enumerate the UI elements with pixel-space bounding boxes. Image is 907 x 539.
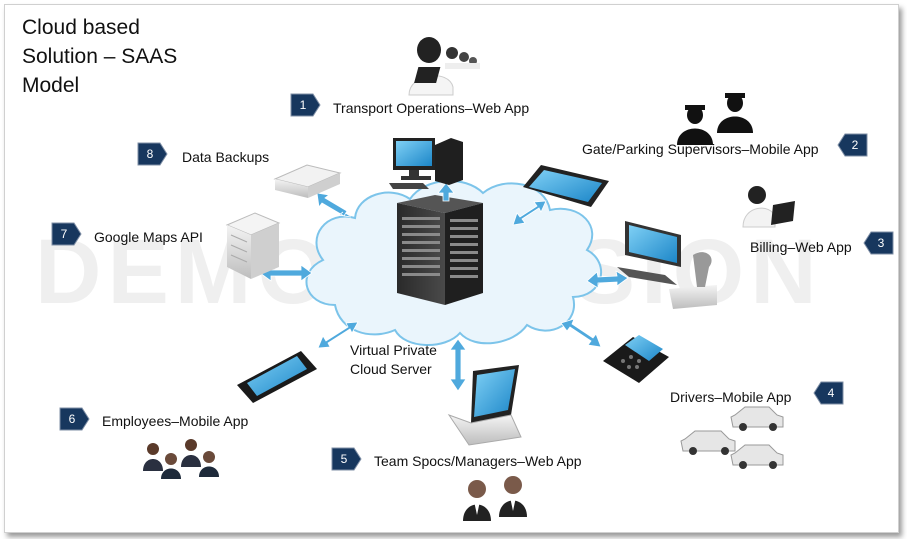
connection-arrows <box>259 182 629 392</box>
diagram-title: Cloud based Solution – SAAS Model <box>22 16 178 97</box>
badge-7: 7 <box>51 222 82 246</box>
arrow-drivers <box>560 318 602 348</box>
managers-icon <box>463 476 527 521</box>
call-center-agents-icon <box>408 37 480 96</box>
badge-6: 6 <box>59 407 90 431</box>
badge-8: 8 <box>137 142 168 166</box>
employees-group-icon <box>143 439 219 479</box>
label-employees: Employees–Mobile App <box>102 413 249 429</box>
label-transport-ops: Transport Operations–Web App <box>333 100 530 116</box>
tablet-icon <box>523 165 609 207</box>
map-server-icon <box>225 212 281 279</box>
badge-1: 1 <box>290 93 321 117</box>
billing-terminal-icon <box>617 221 717 309</box>
arrow-billing <box>586 270 629 289</box>
label-drivers: Drivers–Mobile App <box>670 389 792 405</box>
badge-2: 2 <box>837 133 868 157</box>
server-rack-icon <box>397 195 483 305</box>
diagram-canvas: DEMO VERSION <box>4 4 899 533</box>
label-billing: Billing–Web App <box>750 239 852 255</box>
label-google-maps: Google Maps API <box>94 229 203 245</box>
arrow-managers <box>449 338 467 392</box>
blackberry-phone-icon <box>603 335 669 383</box>
diagram-art <box>143 37 795 521</box>
cloud-server-label: Virtual Private Cloud Server <box>350 342 437 377</box>
label-gate-parking: Gate/Parking Supervisors–Mobile App <box>582 141 819 157</box>
arrow-data-backups <box>316 192 352 218</box>
billing-agent-icon <box>742 186 795 228</box>
desktop-computer-icon <box>389 138 463 189</box>
arrow-tablet <box>512 200 547 226</box>
badge-4: 4 <box>813 381 844 405</box>
arrow-transport-ops <box>437 182 455 202</box>
badge-5: 5 <box>331 447 362 471</box>
backup-device-icon <box>273 164 342 198</box>
label-team-managers: Team Spocs/Managers–Web App <box>374 453 582 469</box>
laptop-icon <box>447 365 522 446</box>
arrow-employees <box>317 321 359 349</box>
smartphone-icon <box>237 351 317 403</box>
badge-3: 3 <box>863 231 894 255</box>
label-data-backups: Data Backups <box>182 149 270 165</box>
security-guards-icon <box>677 93 753 145</box>
cars-icon <box>680 406 784 469</box>
